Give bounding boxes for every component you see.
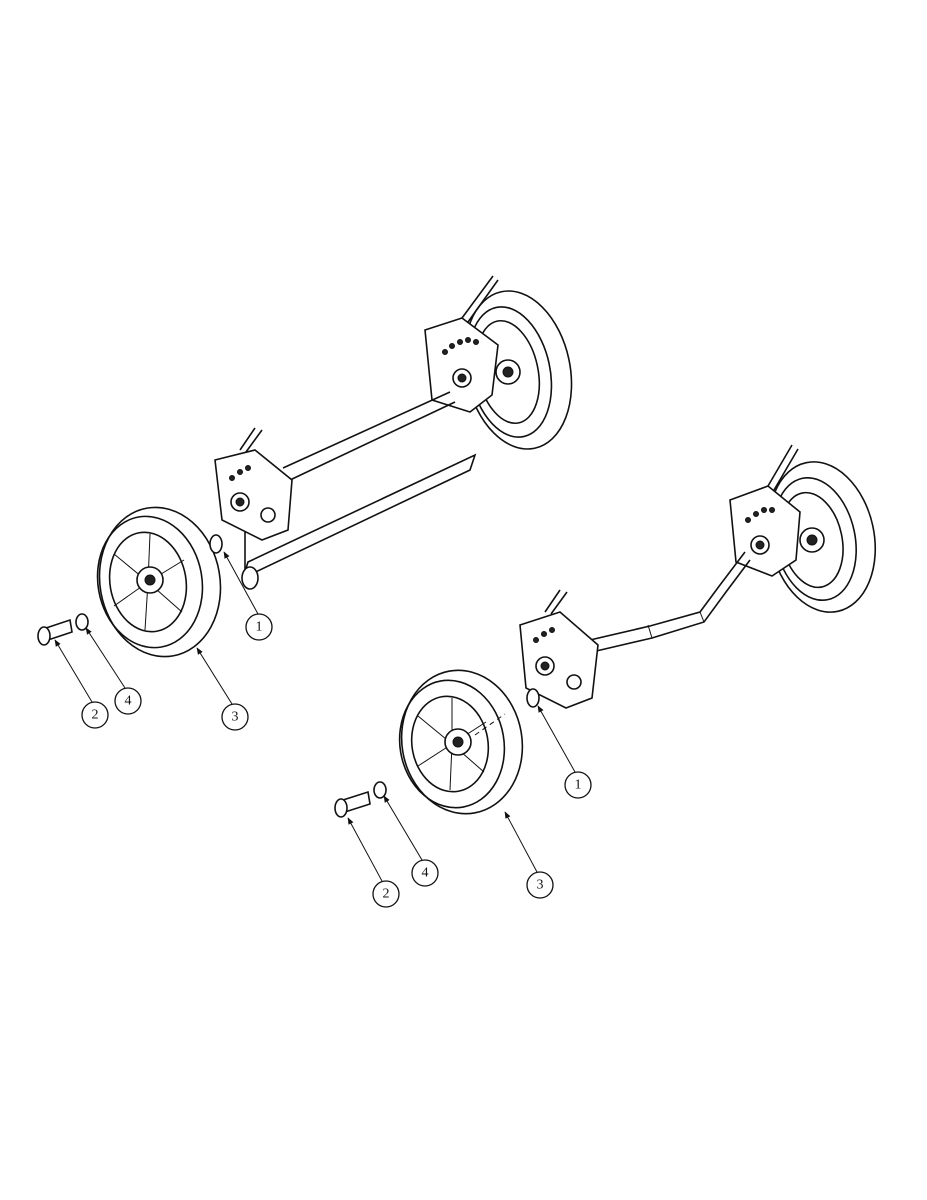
lower-callout-2: 2 xyxy=(347,817,400,908)
upper-callout-3: 3 xyxy=(196,647,249,731)
lower-near-wheel xyxy=(398,669,524,815)
lower-far-adjuster-bracket xyxy=(729,444,801,577)
upper-callout-1: 1 xyxy=(223,551,273,641)
upper-far-adjuster-bracket xyxy=(424,275,499,413)
upper-axle-tube xyxy=(241,391,477,590)
upper-callout-2: 2 xyxy=(54,639,109,729)
upper-near-adjuster-bracket xyxy=(214,427,293,541)
svg-text:4: 4 xyxy=(125,694,132,709)
lower-bolt xyxy=(334,790,371,818)
lower-lock-washer xyxy=(373,781,387,799)
lower-bent-axle-tube xyxy=(589,551,751,653)
svg-text:2: 2 xyxy=(92,708,99,723)
lower-axle-assembly: 1 2 4 3 xyxy=(334,444,877,908)
upper-lock-washer xyxy=(75,613,89,631)
lower-callout-4: 4 xyxy=(383,795,439,887)
lower-near-adjuster-bracket xyxy=(519,589,599,709)
upper-axle-assembly: 1 2 4 3 xyxy=(37,275,573,731)
upper-near-wheel xyxy=(96,506,222,658)
svg-text:1: 1 xyxy=(256,620,263,635)
svg-text:4: 4 xyxy=(422,866,429,881)
svg-text:3: 3 xyxy=(537,878,544,893)
svg-text:1: 1 xyxy=(575,778,582,793)
upper-flat-washer xyxy=(209,534,223,554)
svg-text:2: 2 xyxy=(383,887,390,902)
svg-text:3: 3 xyxy=(232,710,239,725)
lower-flat-washer xyxy=(526,688,540,708)
upper-bolt xyxy=(37,618,73,646)
upper-callout-4: 4 xyxy=(85,627,142,715)
lower-callout-3: 3 xyxy=(504,811,554,899)
lower-callout-1: 1 xyxy=(537,705,592,799)
